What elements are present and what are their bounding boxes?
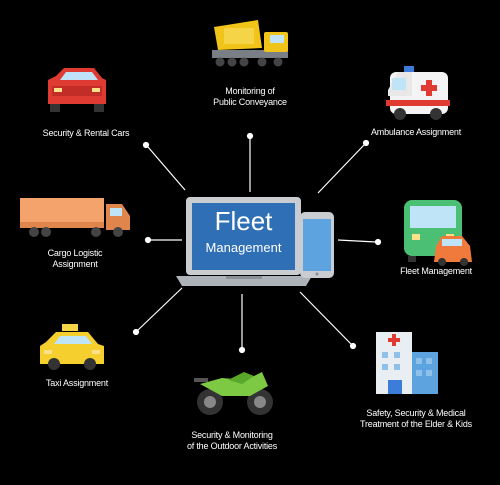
label-line: Fleet Management (400, 266, 472, 276)
connector-top-right (317, 144, 365, 194)
connector-top-left (147, 146, 186, 191)
connector-dot-right (374, 238, 382, 246)
connector-right (337, 239, 377, 243)
connector-dot-bottom (238, 346, 246, 354)
motorbike-icon (194, 372, 273, 415)
connector-dot-bottom-left (132, 328, 140, 336)
label-line: Assignment (52, 259, 98, 269)
bus-icon (404, 200, 472, 266)
connector-dot-left (144, 236, 152, 244)
connector-dot-top-right (362, 139, 370, 147)
label-line: Cargo Logistic (47, 248, 103, 258)
hospital-icon (376, 332, 438, 394)
connector-dot-top-left (142, 141, 150, 149)
label-hospital: Safety, Security & Medical Treatment of … (340, 408, 492, 430)
label-line: Public Conveyance (213, 97, 287, 107)
connectors (132, 132, 382, 354)
center-title: Fleet (214, 206, 273, 236)
label-rental-car: Security & Rental Cars (18, 128, 154, 139)
label-taxi: Taxi Assignment (22, 378, 132, 389)
laptop-icon (176, 197, 312, 286)
label-line: of the Outdoor Activities (186, 441, 278, 451)
label-bus: Fleet Management (380, 266, 492, 277)
connector-dot-top (246, 132, 254, 140)
ambulance-icon (386, 66, 450, 120)
label-line: Taxi Assignment (45, 378, 109, 388)
label-line: Treatment of the Elder & Kids (360, 419, 472, 429)
label-line: Safety, Security & Medical (366, 408, 466, 418)
label-motorbike: Security & Monitoring of the Outdoor Act… (162, 430, 302, 452)
phone-icon (300, 212, 334, 278)
label-line: Monitoring of (225, 86, 275, 96)
concrete-truck-icon (212, 20, 288, 67)
connector-bottom-right (299, 291, 353, 346)
label-concrete-truck: Monitoring of Public Conveyance (190, 86, 310, 108)
connector-bottom-left (137, 287, 183, 331)
cargo-truck-icon (20, 198, 130, 237)
center-subtitle: Management (205, 240, 282, 255)
taxi-icon (40, 324, 104, 370)
label-line: Security & Monitoring (191, 430, 273, 440)
connector-dot-bottom-right (349, 342, 357, 350)
label-line: Security & Rental Cars (42, 128, 130, 138)
label-ambulance: Ambulance Assignment (352, 127, 480, 138)
label-cargo-truck: Cargo Logistic Assignment (20, 248, 130, 270)
rental-car-icon (48, 68, 106, 112)
label-line: Ambulance Assignment (370, 127, 462, 137)
